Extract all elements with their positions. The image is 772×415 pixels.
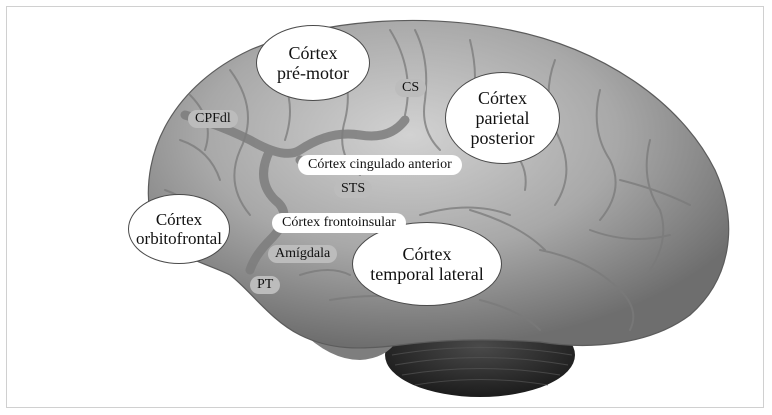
label-premotor-text: Córtex pré-motor — [277, 43, 349, 83]
label-pt: PT — [250, 276, 280, 294]
label-parietal-text: Córtex parietal posterior — [471, 88, 535, 148]
label-premotor-cortex: Córtex pré-motor — [256, 25, 370, 101]
label-sts: STS — [334, 180, 372, 198]
label-frontoinsular-cortex: Córtex frontoinsular — [272, 213, 406, 233]
label-orbitofrontal-cortex: Córtex orbitofrontal — [128, 194, 230, 264]
label-amygdala: Amígdala — [268, 245, 337, 263]
label-temporal-text: Córtex temporal lateral — [370, 244, 483, 284]
label-cpfdl: CPFdl — [188, 110, 238, 128]
label-cs: CS — [395, 79, 426, 97]
label-orbitofrontal-text: Córtex orbitofrontal — [136, 210, 222, 248]
label-anterior-cingulate-cortex: Córtex cingulado anterior — [298, 155, 462, 175]
label-posterior-parietal-cortex: Córtex parietal posterior — [445, 72, 560, 164]
label-lateral-temporal-cortex: Córtex temporal lateral — [352, 222, 502, 306]
